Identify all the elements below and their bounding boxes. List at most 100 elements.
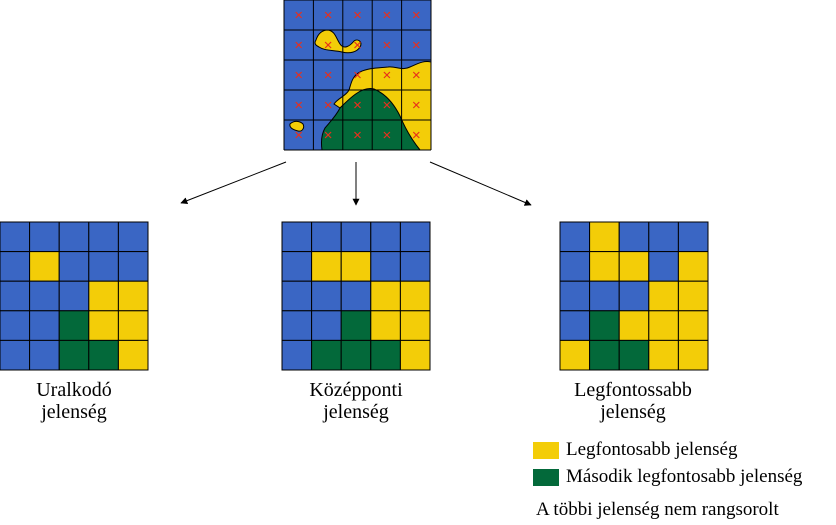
grid-cell-blue	[677, 221, 709, 253]
cross-mark-icon	[295, 101, 303, 109]
result-grid-1	[0, 221, 149, 371]
cross-mark-icon	[354, 101, 361, 109]
arrow-right	[429, 161, 532, 206]
caption-most-important: Legfontossabb jelenség	[533, 379, 733, 423]
cross-mark-icon	[295, 131, 303, 139]
legend-label-secondary: Második legfontosabb jelenség	[566, 466, 803, 487]
grid-cell-yellow	[399, 339, 431, 371]
grid-cell-green	[340, 310, 372, 341]
cross-mark-icon	[412, 41, 420, 49]
cross-mark-icon	[412, 11, 420, 19]
grid-cell-blue	[58, 221, 90, 253]
grid-cell-blue	[618, 280, 650, 312]
grid-cell-green	[88, 339, 119, 371]
grid-cell-green	[618, 339, 650, 371]
grid-cell-blue	[88, 251, 119, 282]
grid-cell-yellow	[117, 310, 149, 341]
cross-mark-icon	[383, 71, 391, 79]
grid-cell-green	[589, 310, 620, 341]
grid-cell-yellow	[559, 339, 591, 371]
grid-cell-blue	[648, 221, 679, 253]
grid-cell-blue	[618, 221, 650, 253]
legend-swatch-yellow	[533, 442, 559, 459]
cross-mark-icon	[412, 101, 420, 109]
cross-mark-icon	[354, 131, 361, 139]
grid-cell-yellow	[399, 310, 431, 341]
grid-cell-blue	[399, 221, 431, 253]
grid-cell-green	[311, 339, 342, 371]
grid-cell-blue	[340, 221, 372, 253]
grid-cell-blue	[399, 251, 431, 282]
cross-mark-icon	[383, 131, 391, 139]
source-sample-points	[295, 11, 420, 139]
grid-cell-yellow	[648, 310, 679, 341]
cross-mark-icon	[354, 71, 361, 79]
grid-cell-blue	[117, 251, 149, 282]
cross-mark-icon	[412, 71, 420, 79]
grid-cell-yellow	[340, 251, 372, 282]
cross-mark-icon	[412, 131, 420, 139]
grid-cell-yellow	[117, 339, 149, 371]
grid-cell-yellow	[370, 280, 401, 312]
grid-cell-blue	[648, 251, 679, 282]
cross-mark-icon	[324, 11, 332, 19]
grid-cell-blue	[589, 280, 620, 312]
grid-cell-blue	[281, 221, 313, 253]
cross-mark-icon	[324, 101, 332, 109]
grid-cell-yellow	[618, 251, 650, 282]
grid-cell-green	[370, 339, 401, 371]
grid-cell-yellow	[677, 251, 709, 282]
grid-cell-blue	[281, 251, 313, 282]
legend-label-rest: A többi jelenség nem rangsorolt	[536, 499, 779, 520]
caption-central-line1: Középponti	[309, 379, 403, 401]
caption-dominant-line1: Uralkodó	[36, 379, 112, 401]
caption-most-important-line2: jelenség	[600, 401, 666, 423]
cross-mark-icon	[383, 101, 391, 109]
grid-cell-yellow	[311, 251, 342, 282]
grid-cell-green	[589, 339, 620, 371]
cross-mark-icon	[295, 11, 303, 19]
grid-cell-blue	[0, 280, 31, 312]
result-grids	[0, 221, 709, 371]
grid-cell-yellow	[399, 280, 431, 312]
grid-cell-yellow	[618, 310, 650, 341]
grid-cell-blue	[370, 251, 401, 282]
cross-mark-icon	[324, 71, 332, 79]
arrow-left	[180, 161, 287, 204]
grid-cell-blue	[559, 280, 591, 312]
caption-dominant-line2: jelenség	[41, 401, 107, 423]
grid-cell-blue	[0, 339, 31, 371]
caption-central: Középponti jelenség	[256, 379, 456, 423]
grid-cell-blue	[29, 221, 60, 253]
grid-cell-yellow	[648, 280, 679, 312]
grid-cell-yellow	[589, 251, 620, 282]
caption-most-important-line1: Legfontossabb	[574, 379, 692, 401]
grid-cell-yellow	[370, 310, 401, 341]
grid-cell-blue	[340, 280, 372, 312]
yellow-region-small-left	[289, 120, 305, 132]
grid-cell-blue	[88, 221, 119, 253]
grid-cell-yellow	[677, 280, 709, 312]
grid-cell-blue	[281, 280, 313, 312]
grid-cell-blue	[29, 310, 60, 341]
cross-mark-icon	[324, 41, 332, 49]
grid-cell-blue	[281, 310, 313, 341]
grid-cell-blue	[29, 280, 60, 312]
source-map	[283, 0, 432, 151]
grid-cell-blue	[370, 221, 401, 253]
grid-cell-yellow	[589, 221, 620, 253]
grid-cell-blue	[29, 339, 60, 371]
grid-cell-blue	[281, 339, 313, 371]
legend-label-primary: Legfontosabb jelenség	[566, 439, 738, 460]
grid-cell-yellow	[29, 251, 60, 282]
cross-mark-icon	[354, 41, 361, 49]
grid-cell-blue	[0, 221, 31, 253]
grid-cell-yellow	[88, 280, 119, 312]
grid-cell-green	[340, 339, 372, 371]
grid-cell-yellow	[677, 310, 709, 341]
cross-mark-icon	[383, 41, 391, 49]
grid-cell-blue	[58, 280, 90, 312]
result-grid-2	[281, 221, 431, 371]
cross-mark-icon	[295, 71, 303, 79]
